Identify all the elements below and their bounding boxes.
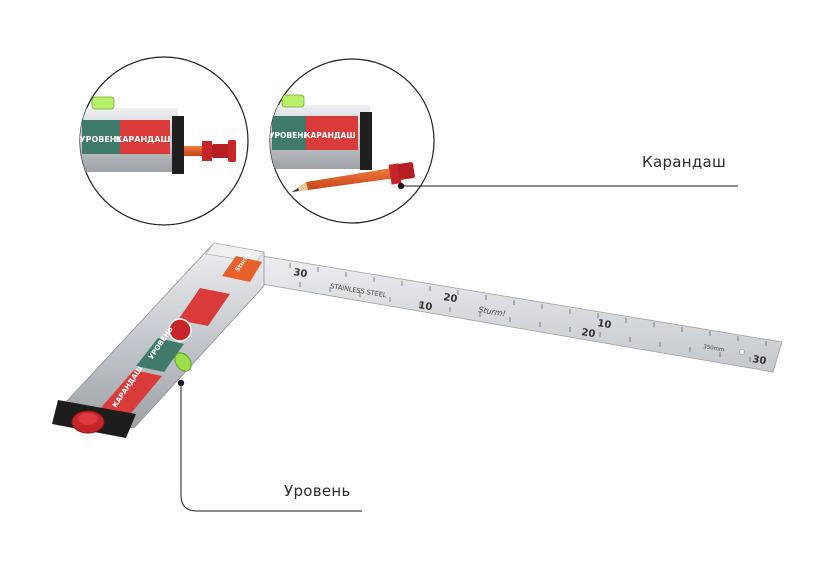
callout-line-pencil (397, 182, 738, 190)
pencil-label-detail-2: КАРАНДАШ (304, 131, 355, 140)
ruler-number-20-bottom: 20 (581, 327, 597, 340)
orange-strip (222, 256, 262, 282)
callout-label-level: Уровень (284, 482, 351, 500)
ruler-number-20-top: 20 (443, 292, 459, 305)
callout-label-pencil: Карандаш (642, 153, 727, 171)
ruler-ticks-top (289, 263, 767, 346)
detail-circle-pencil-removed: УРОВЕНЬ КАРАНДАШ (269, 58, 435, 224)
callout-line-level (177, 379, 362, 512)
ruler-number-30-bottom: 30 (752, 354, 768, 367)
level-label-detail-2: УРОВЕНЬ (269, 131, 310, 140)
steel-blade (261, 255, 783, 373)
ruler-number-30-top: 30 (293, 267, 309, 280)
bubble-vial (174, 352, 192, 372)
level-label-detail-1: УРОВЕНЬ (79, 135, 122, 144)
quality-seal (168, 318, 192, 342)
pencil-label-detail-1: КАРАНДАШ (116, 135, 171, 144)
hanging-hole (739, 349, 745, 355)
ruler-number-10-top: 10 (597, 318, 613, 331)
ruler-numbers: 30 20 10 10 20 30 (293, 267, 768, 367)
level-label-area (136, 338, 184, 372)
ruler-ticks-bottom (299, 282, 751, 362)
detail-circle-pencil-inserted: УРОВЕНЬ КАРАНДАШ (79, 56, 249, 226)
ruler-size-text: 350mm (703, 344, 725, 353)
carpenter-square: 30 20 10 10 20 30 STAINLESS STEEL Sturm!… (52, 242, 783, 438)
ruler-brand-text: Sturm! (478, 305, 507, 318)
ruler-number-10-bottom: 10 (418, 300, 434, 313)
